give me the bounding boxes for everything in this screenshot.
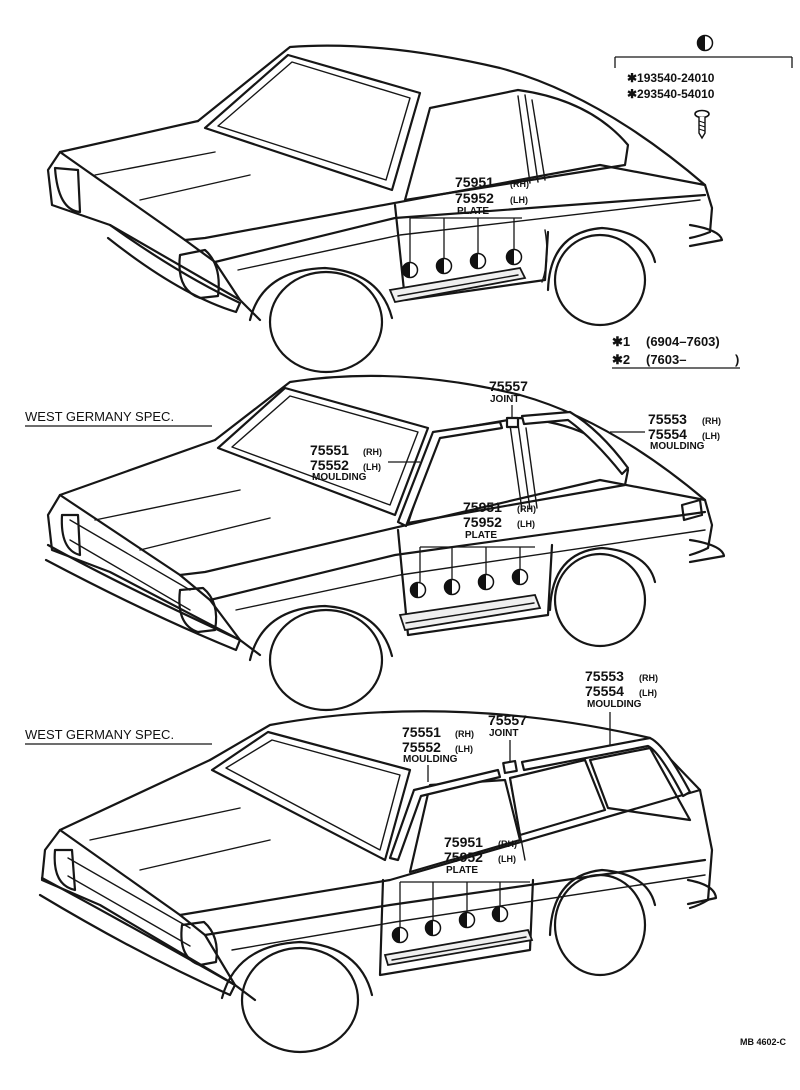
rear-moulding-bottom [520,736,692,798]
clip-icon [511,568,529,586]
clip-icon [401,261,419,279]
middle-plate-rh-number: 75951 [463,499,502,515]
middle-plate-rh-side: (RH) [517,504,536,514]
middle-joint-name: JOINT [490,394,519,405]
front-moulding-bottom [388,768,502,862]
bottom-joint-name: JOINT [489,728,518,739]
note-2-range: (7603– [646,352,686,367]
joint-bottom [502,759,518,775]
clip-icon [458,911,476,929]
middle-joint-number: 75557 [489,378,528,394]
middle-front-rh-side: (RH) [363,447,382,457]
top-plate-name: PLATE [457,206,489,217]
middle-front-rh-number: 75551 [310,442,349,458]
bottom-front-lh-number: 75552 [402,739,441,755]
bottom-rear-lh-number: 75554 [585,683,624,699]
bottom-plate-name: PLATE [446,865,478,876]
screw-part-1: ✱193540-24010 [627,71,715,85]
clip-icon [391,926,409,944]
bottom-rear-rh-side: (RH) [639,673,658,683]
drawing-reference: MB 4602-C [740,1037,787,1047]
top-plate-rh-side: (RH) [510,179,529,189]
note-1-mark: ✱1 [612,334,630,349]
middle-rear-lh-number: 75554 [648,426,687,442]
bottom-front-rh-side: (RH) [455,729,474,739]
middle-spec-label: WEST GERMANY SPEC. [25,409,174,424]
bottom-joint-number: 75557 [488,712,527,728]
front-moulding-middle [396,420,504,528]
bottom-plate-rh-side: (RH) [498,839,517,849]
middle-rear-rh-number: 75553 [648,411,687,427]
middle-rear-lh-side: (LH) [702,431,720,441]
middle-front-name: MOULDING [312,472,367,483]
bottom-front-name: MOULDING [403,754,458,765]
middle-plate-lh-number: 75952 [463,514,502,530]
top-plate-lh-side: (LH) [510,195,528,205]
middle-rear-rh-side: (RH) [702,416,721,426]
bottom-car-wagon: WEST GERMANY SPEC. [25,668,718,1054]
clip-icon [409,581,427,599]
middle-plate-lh-side: (LH) [517,519,535,529]
bottom-plate-lh-number: 75952 [444,849,483,865]
date-notes: ✱1 (6904–7603) ✱2 (7603– ) [612,334,740,369]
screw-part-2: ✱293540-54010 [627,87,715,101]
screw-icon [694,109,710,140]
clip-icon [435,257,453,275]
scuff-plate-bottom [383,928,534,967]
rear-moulding-middle [520,410,630,476]
note-1-range: (6904–7603) [646,334,720,349]
top-plate-lh-number: 75952 [455,190,494,206]
middle-front-lh-side: (LH) [363,462,381,472]
bottom-plate-rh-number: 75951 [444,834,483,850]
bottom-rear-rh-number: 75553 [585,668,624,684]
bottom-front-lh-side: (LH) [455,744,473,754]
note-2-mark: ✱2 [612,352,630,367]
screw-legend: ✱193540-24010 ✱293540-54010 [614,34,793,140]
bottom-spec-label: WEST GERMANY SPEC. [25,727,174,742]
top-plate-rh-number: 75951 [455,174,494,190]
middle-front-lh-number: 75552 [310,457,349,473]
bottom-rear-name: MOULDING [587,699,642,710]
middle-rear-name: MOULDING [650,441,705,452]
clip-icon [491,905,509,923]
clip-symbol-icon [696,34,714,52]
bottom-plate-lh-side: (LH) [498,854,516,864]
middle-plate-name: PLATE [465,530,497,541]
clip-icon [505,248,523,266]
bottom-rear-lh-side: (LH) [639,688,657,698]
note-2-close: ) [735,352,739,367]
bottom-front-rh-number: 75551 [402,724,441,740]
clip-icon [443,578,461,596]
top-car-coupe: 75951 (RH) 75952 (LH) PLATE [46,44,724,374]
joint-middle [505,416,520,429]
clip-icon [477,573,495,591]
middle-car-coupe: WEST GERMANY SPEC. [25,374,726,712]
clip-icon [469,252,487,270]
clip-icon [424,919,442,937]
